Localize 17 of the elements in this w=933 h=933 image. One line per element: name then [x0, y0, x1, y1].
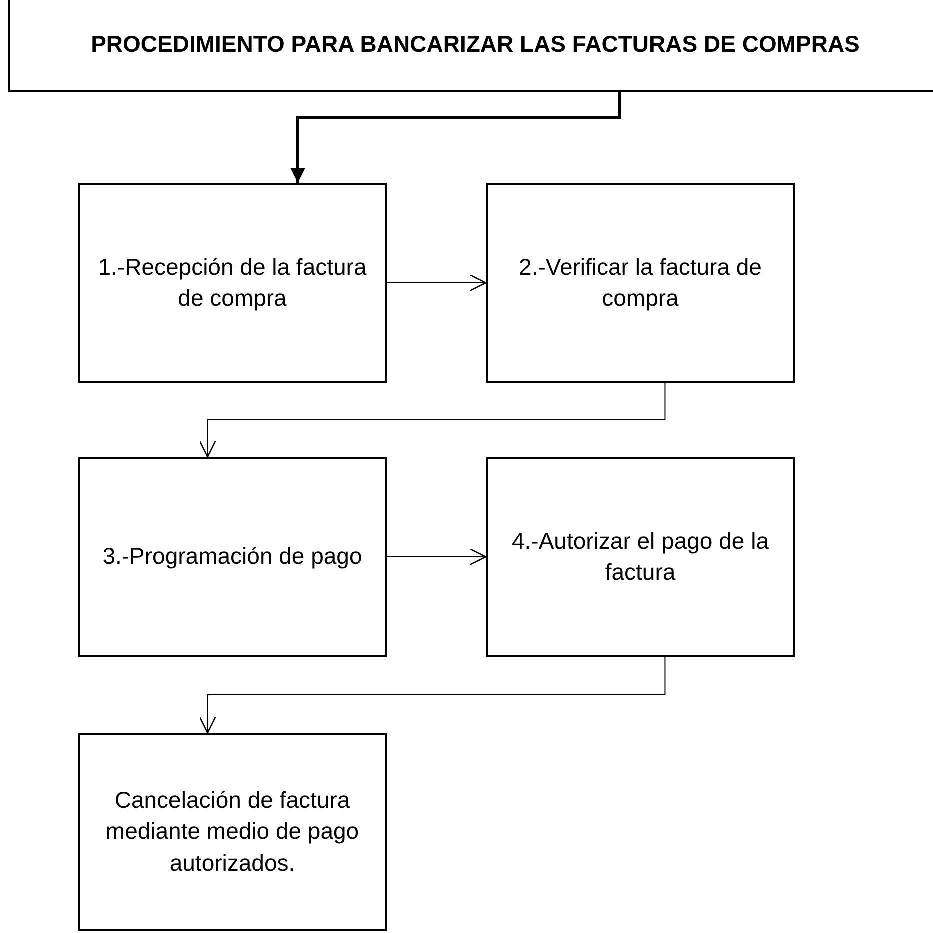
title-box [8, 0, 933, 92]
process-box [486, 457, 795, 657]
step-text: 4.-Autorizar el pago de la factura [511, 526, 770, 587]
process-box [78, 183, 387, 383]
step-text: Cancelación de factura mediante medio de pago autorizados. [104, 786, 360, 878]
arrow [199, 656, 666, 734]
process-box [78, 733, 387, 931]
process-box [78, 457, 387, 657]
arrow [386, 548, 487, 566]
arrow [290, 92, 622, 183]
title-text: PROCEDIMIENTO PARA BANCARIZAR LAS FACTURAS DE COMPRAS [90, 30, 861, 60]
step-text: 2.-Verificar la factura de compra [518, 252, 763, 313]
arrow [199, 382, 666, 458]
arrow [386, 274, 487, 292]
step-text: 1.-Recepción de la factura de compra [97, 252, 368, 313]
process-box [486, 183, 795, 383]
step-text: 3.-Programación de pago [102, 542, 364, 572]
